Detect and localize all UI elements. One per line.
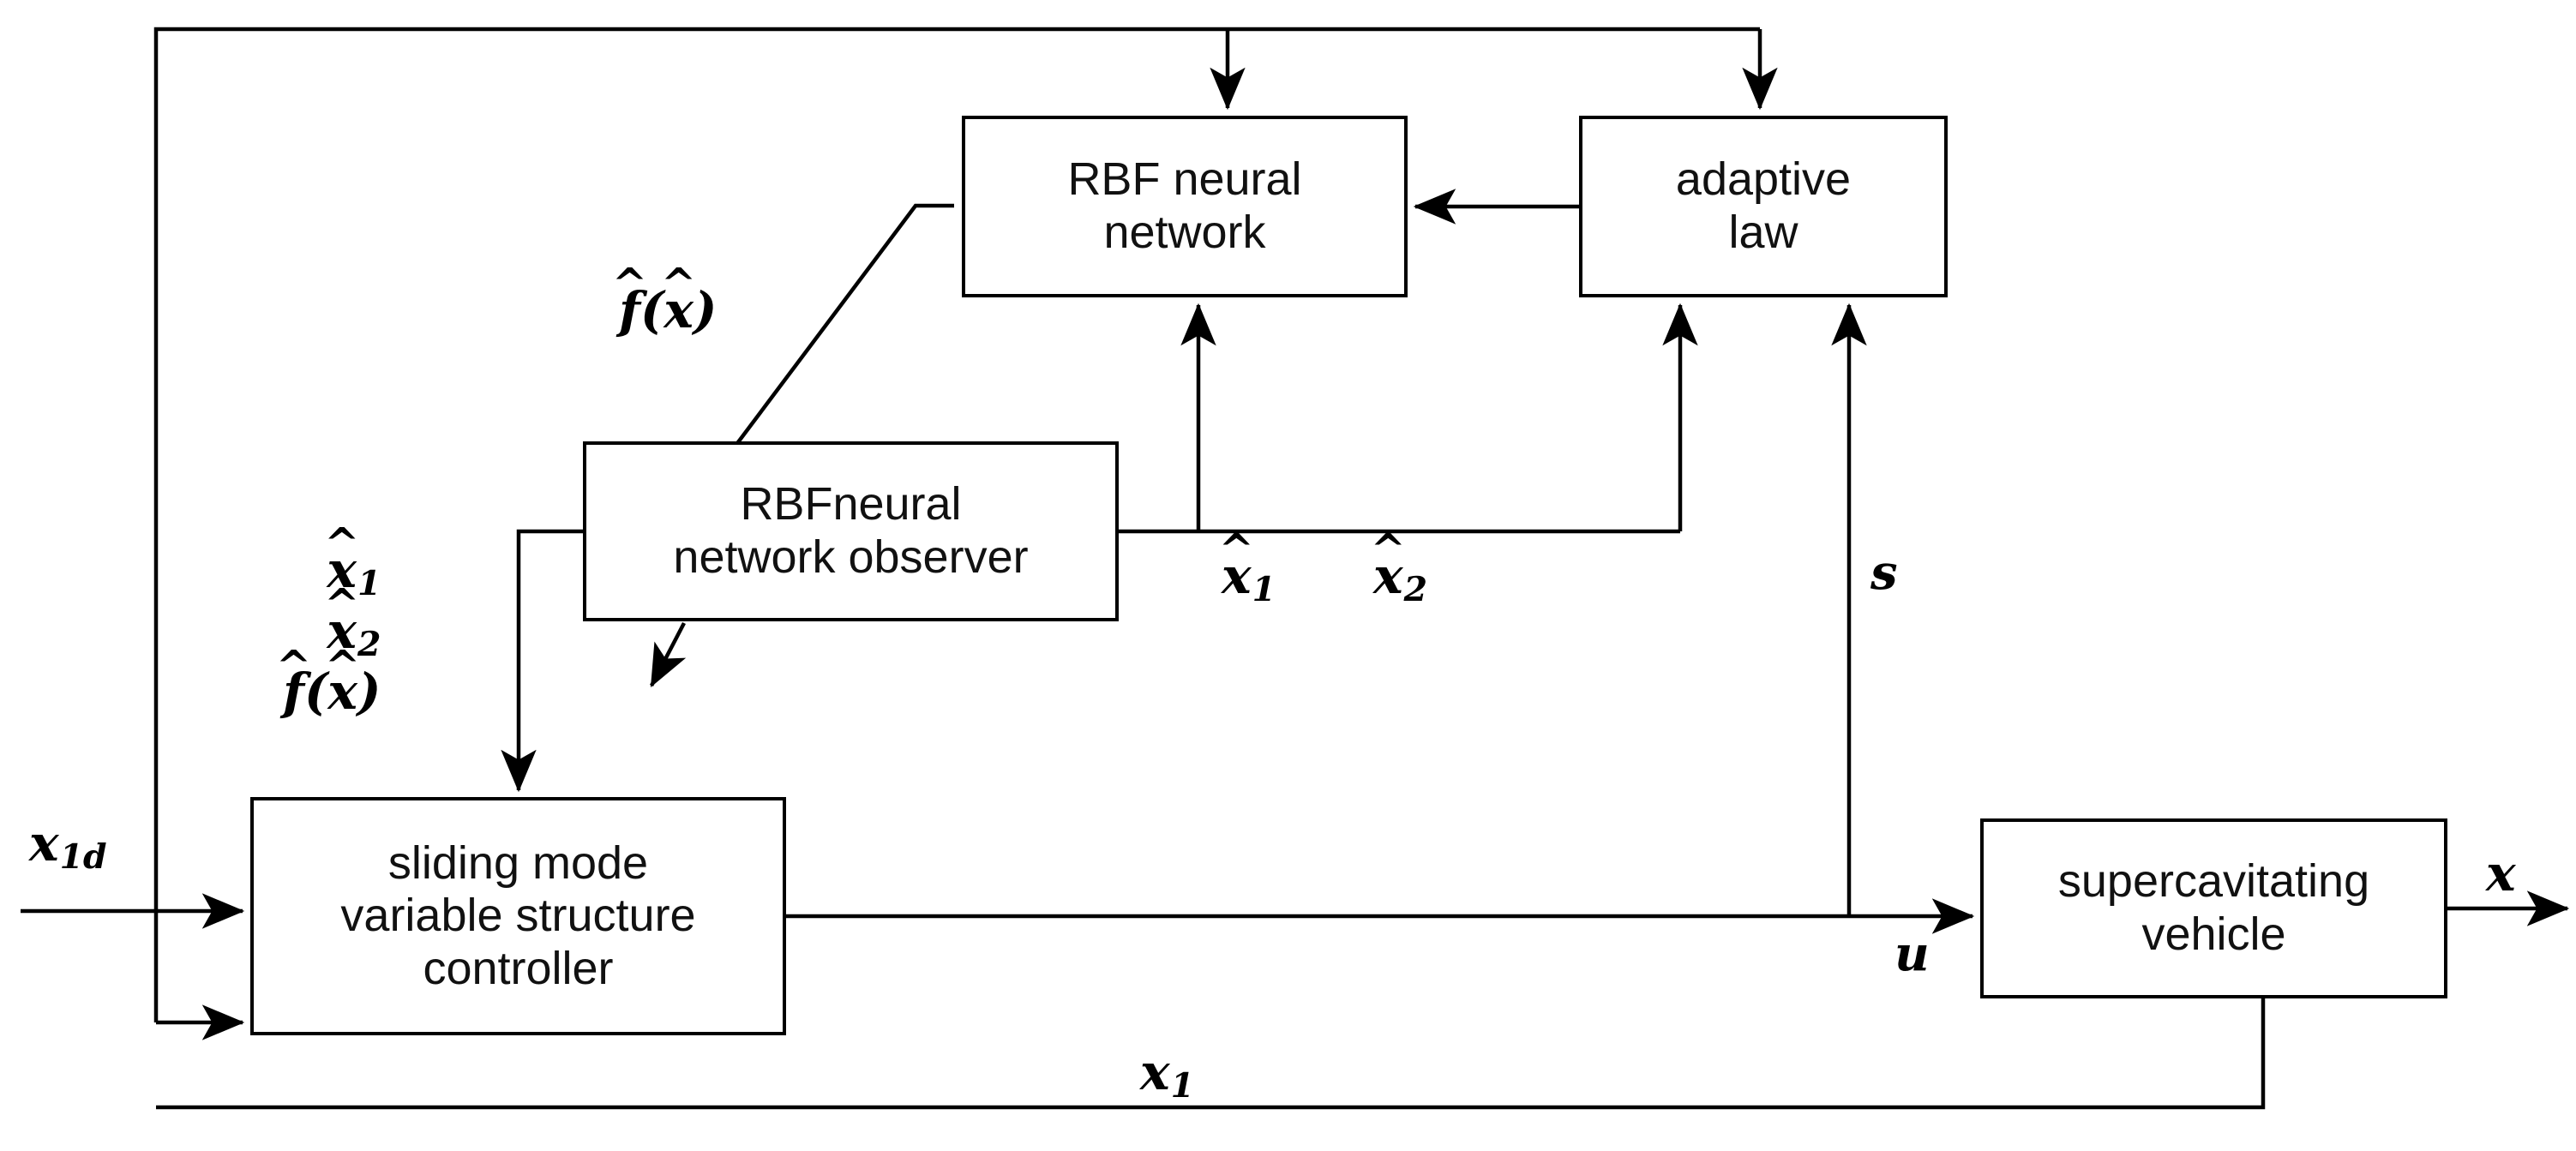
label-x2-hat-controller: x^2 (324, 579, 381, 664)
block-supercavitating-vehicle[interactable]: supercavitating vehicle (1980, 818, 2447, 998)
label-reference-x1d: x1d (29, 814, 107, 877)
line-bottom-feedback-loop (156, 998, 2266, 1110)
line-observer-fhat-to-rbf-nn (708, 203, 954, 482)
line-top-feedback-bus (153, 27, 1760, 1022)
arrow-observer-bottom-stub (650, 621, 687, 687)
label-controller-inputs: x^1 x^2 f^(x^) (275, 519, 381, 722)
label-control-input-u: u (1894, 926, 1930, 982)
label-fhat-xhat-observer-output: f^(x^) (611, 259, 718, 339)
label-sliding-surface-s: s (1870, 544, 1898, 601)
arrow-observer-to-controller (501, 529, 583, 793)
label-plant-output-x: x (2486, 844, 2516, 902)
label-x2-hat-states: x^2 (1370, 525, 1428, 609)
label-fhat-xhat-controller: f^(x^) (275, 640, 381, 722)
block-rbf-neural-network[interactable]: RBF neural network (962, 116, 1408, 297)
label-x1-hat-states: x^1 (1218, 525, 1276, 609)
label-feedback-x1: x1 (1140, 1043, 1195, 1106)
block-adaptive-law[interactable]: adaptive law (1579, 116, 1948, 297)
block-sliding-mode-controller[interactable]: sliding mode variable structure controll… (250, 797, 786, 1035)
label-x1-hat-controller: x^1 (324, 519, 381, 603)
block-rbf-neural-network-observer[interactable]: RBFneural network observer (583, 441, 1119, 621)
